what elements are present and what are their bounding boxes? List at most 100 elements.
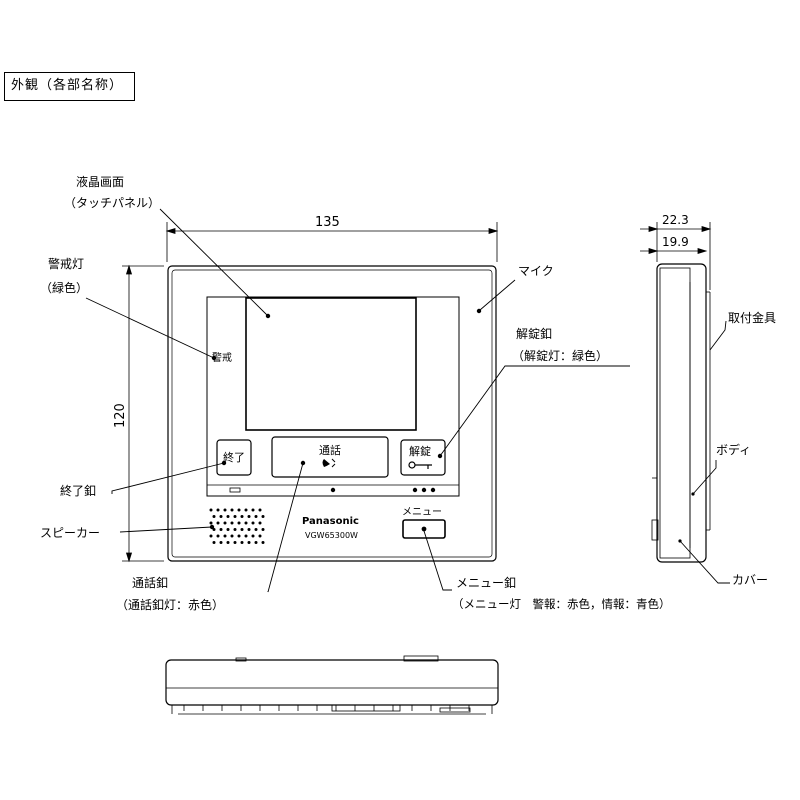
speaker-hole — [237, 521, 241, 525]
end-text: 終了 — [223, 450, 245, 464]
speaker-hole — [254, 528, 258, 531]
label-end: 終了釦 — [60, 483, 96, 498]
speaker-hole — [223, 521, 227, 525]
section-title: 外観（各部名称） — [4, 72, 135, 101]
speaker-hole — [247, 515, 251, 518]
talk-button — [271, 436, 389, 478]
speaker-hole — [233, 528, 237, 531]
side-view — [651, 263, 711, 563]
speaker-hole — [216, 521, 220, 525]
label-bracket: 取付金具 — [728, 310, 776, 325]
dimension-lines — [122, 222, 712, 563]
label-alarm-lamp-sub: （緑色） — [40, 280, 88, 295]
speaker-hole — [230, 521, 234, 525]
speaker-hole — [219, 541, 223, 544]
leader-end — [111, 462, 225, 494]
speaker-hole — [212, 541, 216, 544]
menu-lamp — [421, 526, 427, 532]
dim-depth-body: 19.9 — [662, 235, 689, 249]
speaker-hole — [244, 508, 248, 512]
front-view — [167, 265, 497, 562]
speaker-hole — [261, 541, 265, 544]
speaker-hole — [233, 515, 237, 518]
speaker-hole — [237, 508, 241, 512]
speaker-hole — [223, 534, 227, 538]
side-tab — [651, 519, 659, 541]
bottom-ticks — [183, 705, 470, 711]
speaker-hole — [216, 508, 220, 512]
speaker-hole — [251, 534, 255, 538]
label-talk: 通話釦 — [132, 575, 168, 590]
leader-menu — [423, 530, 452, 591]
speaker-hole — [247, 541, 251, 544]
speaker-hole — [230, 534, 234, 538]
label-menu: メニュー釦 — [456, 575, 516, 590]
bottom-view — [165, 655, 499, 715]
speaker-hole — [258, 534, 262, 538]
speaker-hole — [261, 528, 265, 531]
speaker-hole — [261, 515, 265, 518]
label-talk-sub: （通話釦灯：赤色） — [116, 597, 224, 612]
screen-bezel — [206, 296, 460, 497]
model-number: VGW65300W — [305, 531, 358, 540]
speaker-hole — [254, 515, 258, 518]
side-outer — [656, 263, 707, 563]
speaker-hole — [251, 521, 255, 525]
label-lcd-sub: （タッチパネル） — [64, 196, 160, 210]
alarm-text: 警戒 — [212, 351, 232, 364]
speaker-hole — [247, 528, 251, 531]
speaker-hole — [230, 508, 234, 512]
handset-icon — [322, 458, 336, 468]
strip-dot-2 — [412, 487, 418, 493]
leader-lines — [85, 208, 730, 593]
strip-slot — [229, 487, 241, 493]
speaker-hole — [237, 534, 241, 538]
speaker-hole — [226, 541, 230, 544]
dim-height: 120 — [113, 403, 128, 428]
strip-dot-1 — [330, 487, 336, 493]
speaker-hole — [244, 534, 248, 538]
label-unlock-sub: （解錠灯：緑色） — [512, 348, 608, 363]
lcd-screen — [245, 297, 417, 431]
unlock-button — [400, 439, 446, 476]
speaker-hole — [226, 515, 230, 518]
mic-hole — [476, 308, 482, 314]
strip-dot-4 — [430, 487, 436, 493]
label-alarm-lamp: 警戒灯 — [48, 256, 84, 271]
speaker-hole — [233, 541, 237, 544]
front-inner-frame — [171, 269, 493, 558]
brand-logo: Panasonic — [302, 516, 359, 527]
label-cover: カバー — [732, 573, 768, 587]
talk-text: 通話 — [319, 443, 341, 457]
label-body: ボディ — [716, 442, 751, 457]
dim-depth-total: 22.3 — [662, 213, 689, 227]
speaker-hole — [223, 508, 227, 512]
leader-talk — [267, 462, 304, 593]
side-cover — [659, 267, 691, 559]
label-lcd: 液晶画面 — [76, 174, 124, 189]
speaker-hole — [251, 508, 255, 512]
dim-width: 135 — [315, 215, 340, 230]
leader-cover — [679, 540, 730, 584]
label-speaker: スピーカー — [40, 526, 100, 540]
speaker-hole — [216, 534, 220, 538]
speaker-hole — [209, 508, 213, 512]
speaker-hole — [240, 541, 244, 544]
speaker-hole — [240, 515, 244, 518]
speaker-hole — [212, 515, 216, 518]
leader-mic — [479, 279, 516, 311]
speaker-hole — [209, 521, 213, 525]
label-menu-sub: （メニュー灯 警報：赤色，情報：青色） — [452, 597, 671, 611]
speaker-hole — [258, 508, 262, 512]
bottom-outer — [165, 659, 499, 706]
speaker-hole — [254, 541, 258, 544]
leader-unlock — [439, 365, 630, 457]
menu-button — [402, 519, 446, 539]
label-mic: マイク — [518, 264, 554, 278]
leader-alarm — [85, 297, 215, 359]
speaker-hole — [244, 521, 248, 525]
speaker-hole — [209, 534, 213, 538]
speaker-hole — [258, 521, 262, 525]
leader-dots — [209, 313, 443, 530]
